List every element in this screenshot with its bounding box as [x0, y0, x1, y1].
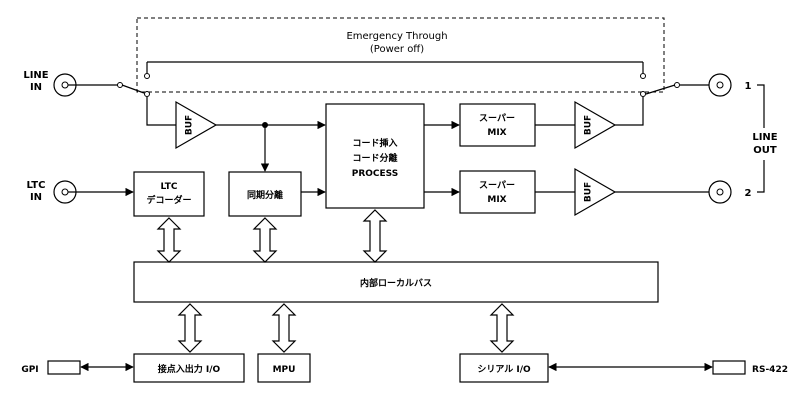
line-out-label-2: OUT [753, 145, 777, 156]
super-mix-2-block [459, 170, 536, 214]
switch-contact-right-bottom [640, 91, 646, 97]
switch-pivot-left [117, 82, 123, 88]
code-process-block [325, 103, 425, 209]
serial-io-label: シリアル I/O [477, 364, 531, 375]
out-1-number: 1 [745, 81, 752, 92]
wire-to-buf1 [146, 97, 176, 126]
ltc-in-connector-icon [53, 180, 77, 204]
internal-bus-label: 内部ローカルバス [360, 277, 432, 289]
line-out-2-connector-icon [708, 180, 732, 204]
switch-contact-left-bottom [144, 91, 150, 97]
serial-io-block [459, 353, 549, 383]
bus-arrow-serial [489, 303, 515, 353]
line-out-label-bg [748, 128, 782, 160]
switch-arm-right [645, 84, 676, 95]
emergency-subtitle: (Power off) [370, 44, 424, 55]
line-out-1-connector-icon [708, 73, 732, 97]
emergency-bypass-frame [136, 17, 665, 93]
line-out-label: LINE [752, 132, 777, 143]
super-mix-2-label: スーパー [479, 179, 515, 191]
rs422-port [712, 360, 746, 375]
super-mix-1-label: スーパー [479, 112, 515, 124]
buffer-1-label: BUF [185, 115, 195, 135]
ltc-decoder-label: LTC [161, 182, 178, 192]
bus-arrow-mpu [271, 303, 297, 353]
bus-arrow-sync [252, 217, 278, 263]
bus-arrow-contact [177, 303, 203, 353]
code-process-label-1: コード挿入 [352, 137, 397, 149]
ltc-in-label: LTC [27, 180, 46, 191]
ltc-decoder-block [133, 171, 205, 217]
switch-contact-right-top [640, 73, 646, 79]
code-process-label-2: コード分離 [352, 152, 397, 164]
buffer-1 [175, 100, 218, 150]
buffer-2-label: BUF [584, 115, 594, 135]
super-mix-1-label-2: MIX [487, 128, 506, 138]
line-in-label-2: IN [30, 82, 42, 93]
line-in-label: LINE [23, 70, 48, 81]
contact-io-label: 接点入出力 I/O [158, 363, 221, 375]
buffer-3 [574, 167, 617, 217]
rs422-label: RS-422 [752, 365, 788, 375]
switch-arm-left [121, 84, 145, 94]
gpi-label: GPI [21, 365, 38, 375]
bus-arrow-ltc [156, 217, 182, 263]
sync-separator-block [228, 171, 302, 217]
mpu-label: MPU [273, 365, 296, 375]
buffer-3-label: BUF [584, 182, 594, 202]
ltc-decoder-label-2: デコーダー [146, 194, 191, 206]
bus-arrow-process [362, 209, 388, 263]
switch-contact-left-top [144, 73, 150, 79]
switch-pivot-right [674, 82, 680, 88]
out-2-number: 2 [745, 188, 752, 199]
super-mix-2-label-2: MIX [487, 195, 506, 205]
mpu-block [257, 353, 311, 383]
code-process-label-3: PROCESS [352, 169, 399, 179]
gpi-port [47, 360, 81, 375]
wire-buf2-to-switch [615, 97, 644, 126]
ltc-in-label-2: IN [30, 192, 42, 203]
buffer-2 [574, 100, 617, 150]
contact-io-block [133, 353, 245, 383]
sync-separator-label: 同期分離 [247, 189, 283, 201]
super-mix-1-block [459, 103, 536, 147]
internal-bus-block [133, 261, 659, 303]
emergency-title: Emergency Through [346, 31, 447, 42]
